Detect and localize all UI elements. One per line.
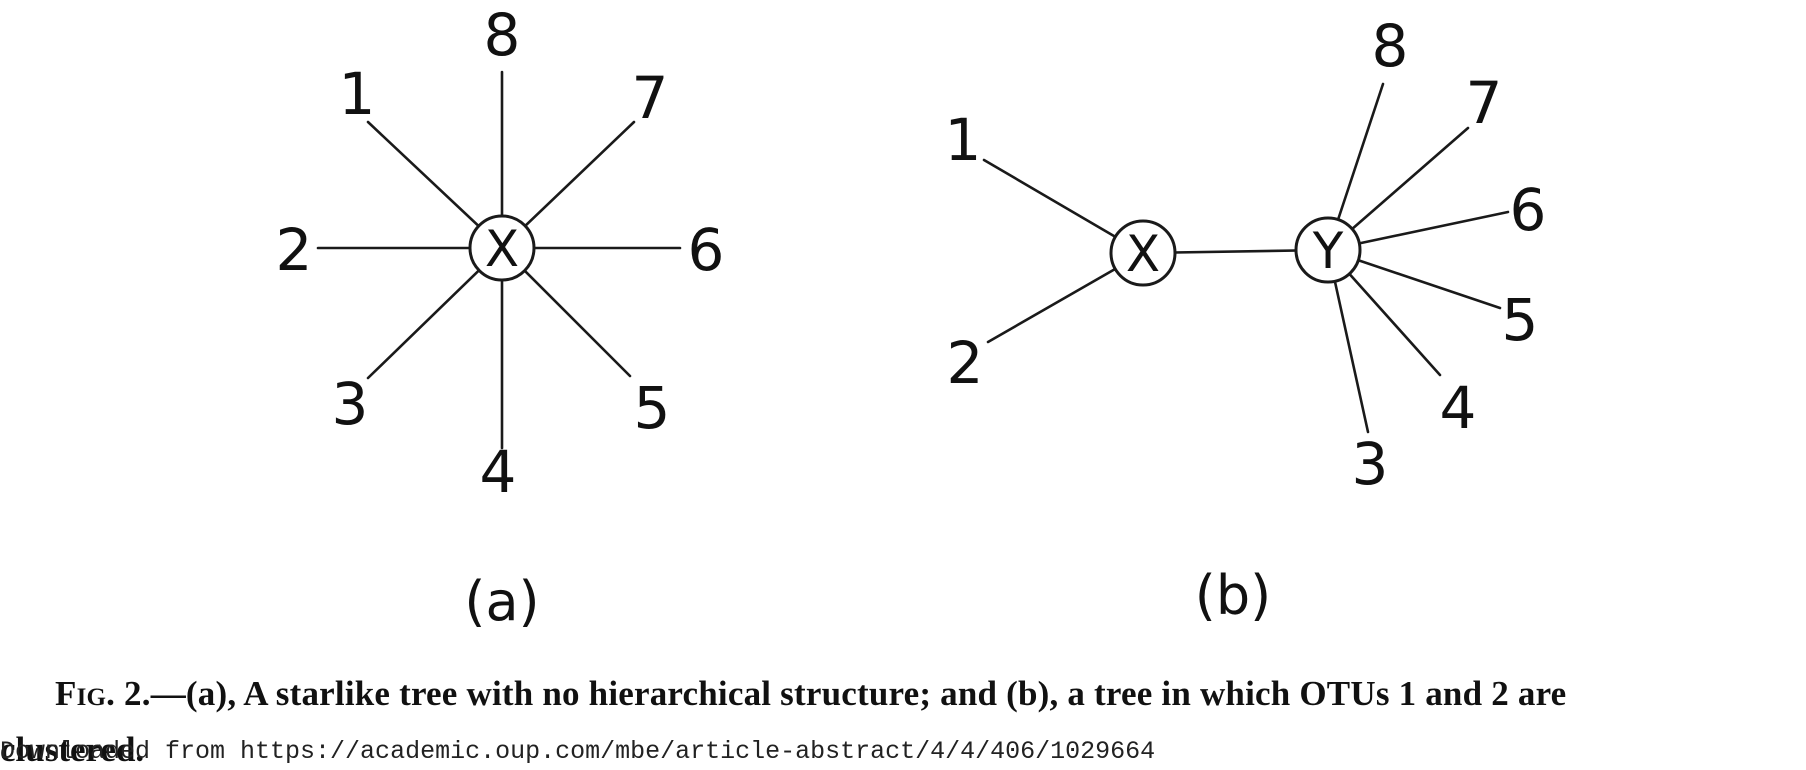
leaf-a-4-label: 4 [480, 438, 517, 506]
leaf-b-7-label: 7 [1466, 69, 1503, 137]
leaf-a-2-label: 2 [276, 216, 313, 284]
figure-caption: Fig. 2.—(a), A starlike tree with no hie… [55, 674, 1795, 714]
caption-text: —(a), A starlike tree with no hierarchic… [150, 674, 1567, 713]
tree-a: X 1 2 3 4 5 6 7 8 (a) [276, 1, 725, 633]
node-b-y-label: Y [1312, 222, 1344, 280]
leaf-a-1-label: 1 [339, 60, 376, 128]
leaf-a-5-label: 5 [634, 374, 671, 442]
node-b-x [1109, 219, 1177, 287]
panel-label-b: (b) [1195, 564, 1271, 627]
caption-text-line2: clustered. [0, 730, 145, 769]
leaf-a-7-label: 7 [632, 64, 669, 132]
node-a-x-label: X [485, 220, 519, 278]
leaf-b-1-label: 1 [945, 106, 982, 174]
download-note: Downloaded from https://academic.oup.com… [0, 737, 1156, 766]
leaf-b-6-label: 6 [1510, 176, 1547, 244]
node-b-x-label: X [1126, 225, 1160, 283]
leaf-a-8-label: 8 [484, 1, 521, 69]
leaf-a-6-label: 6 [688, 216, 725, 284]
panel-label-a: (a) [464, 570, 539, 633]
leaf-b-2-label: 2 [947, 329, 984, 397]
node-a-x [468, 214, 536, 282]
leaf-b-8-label: 8 [1372, 12, 1409, 80]
leaf-b-5-label: 5 [1502, 286, 1539, 354]
tree-b: X Y 1 2 3 4 5 6 7 8 (b) [945, 12, 1547, 627]
leaf-b-4-label: 4 [1440, 374, 1477, 442]
leaf-a-3-label: 3 [332, 370, 369, 438]
node-b-y [1294, 216, 1362, 284]
leaf-b-3-label: 3 [1352, 430, 1389, 498]
figure-number: Fig. 2. [55, 674, 151, 713]
